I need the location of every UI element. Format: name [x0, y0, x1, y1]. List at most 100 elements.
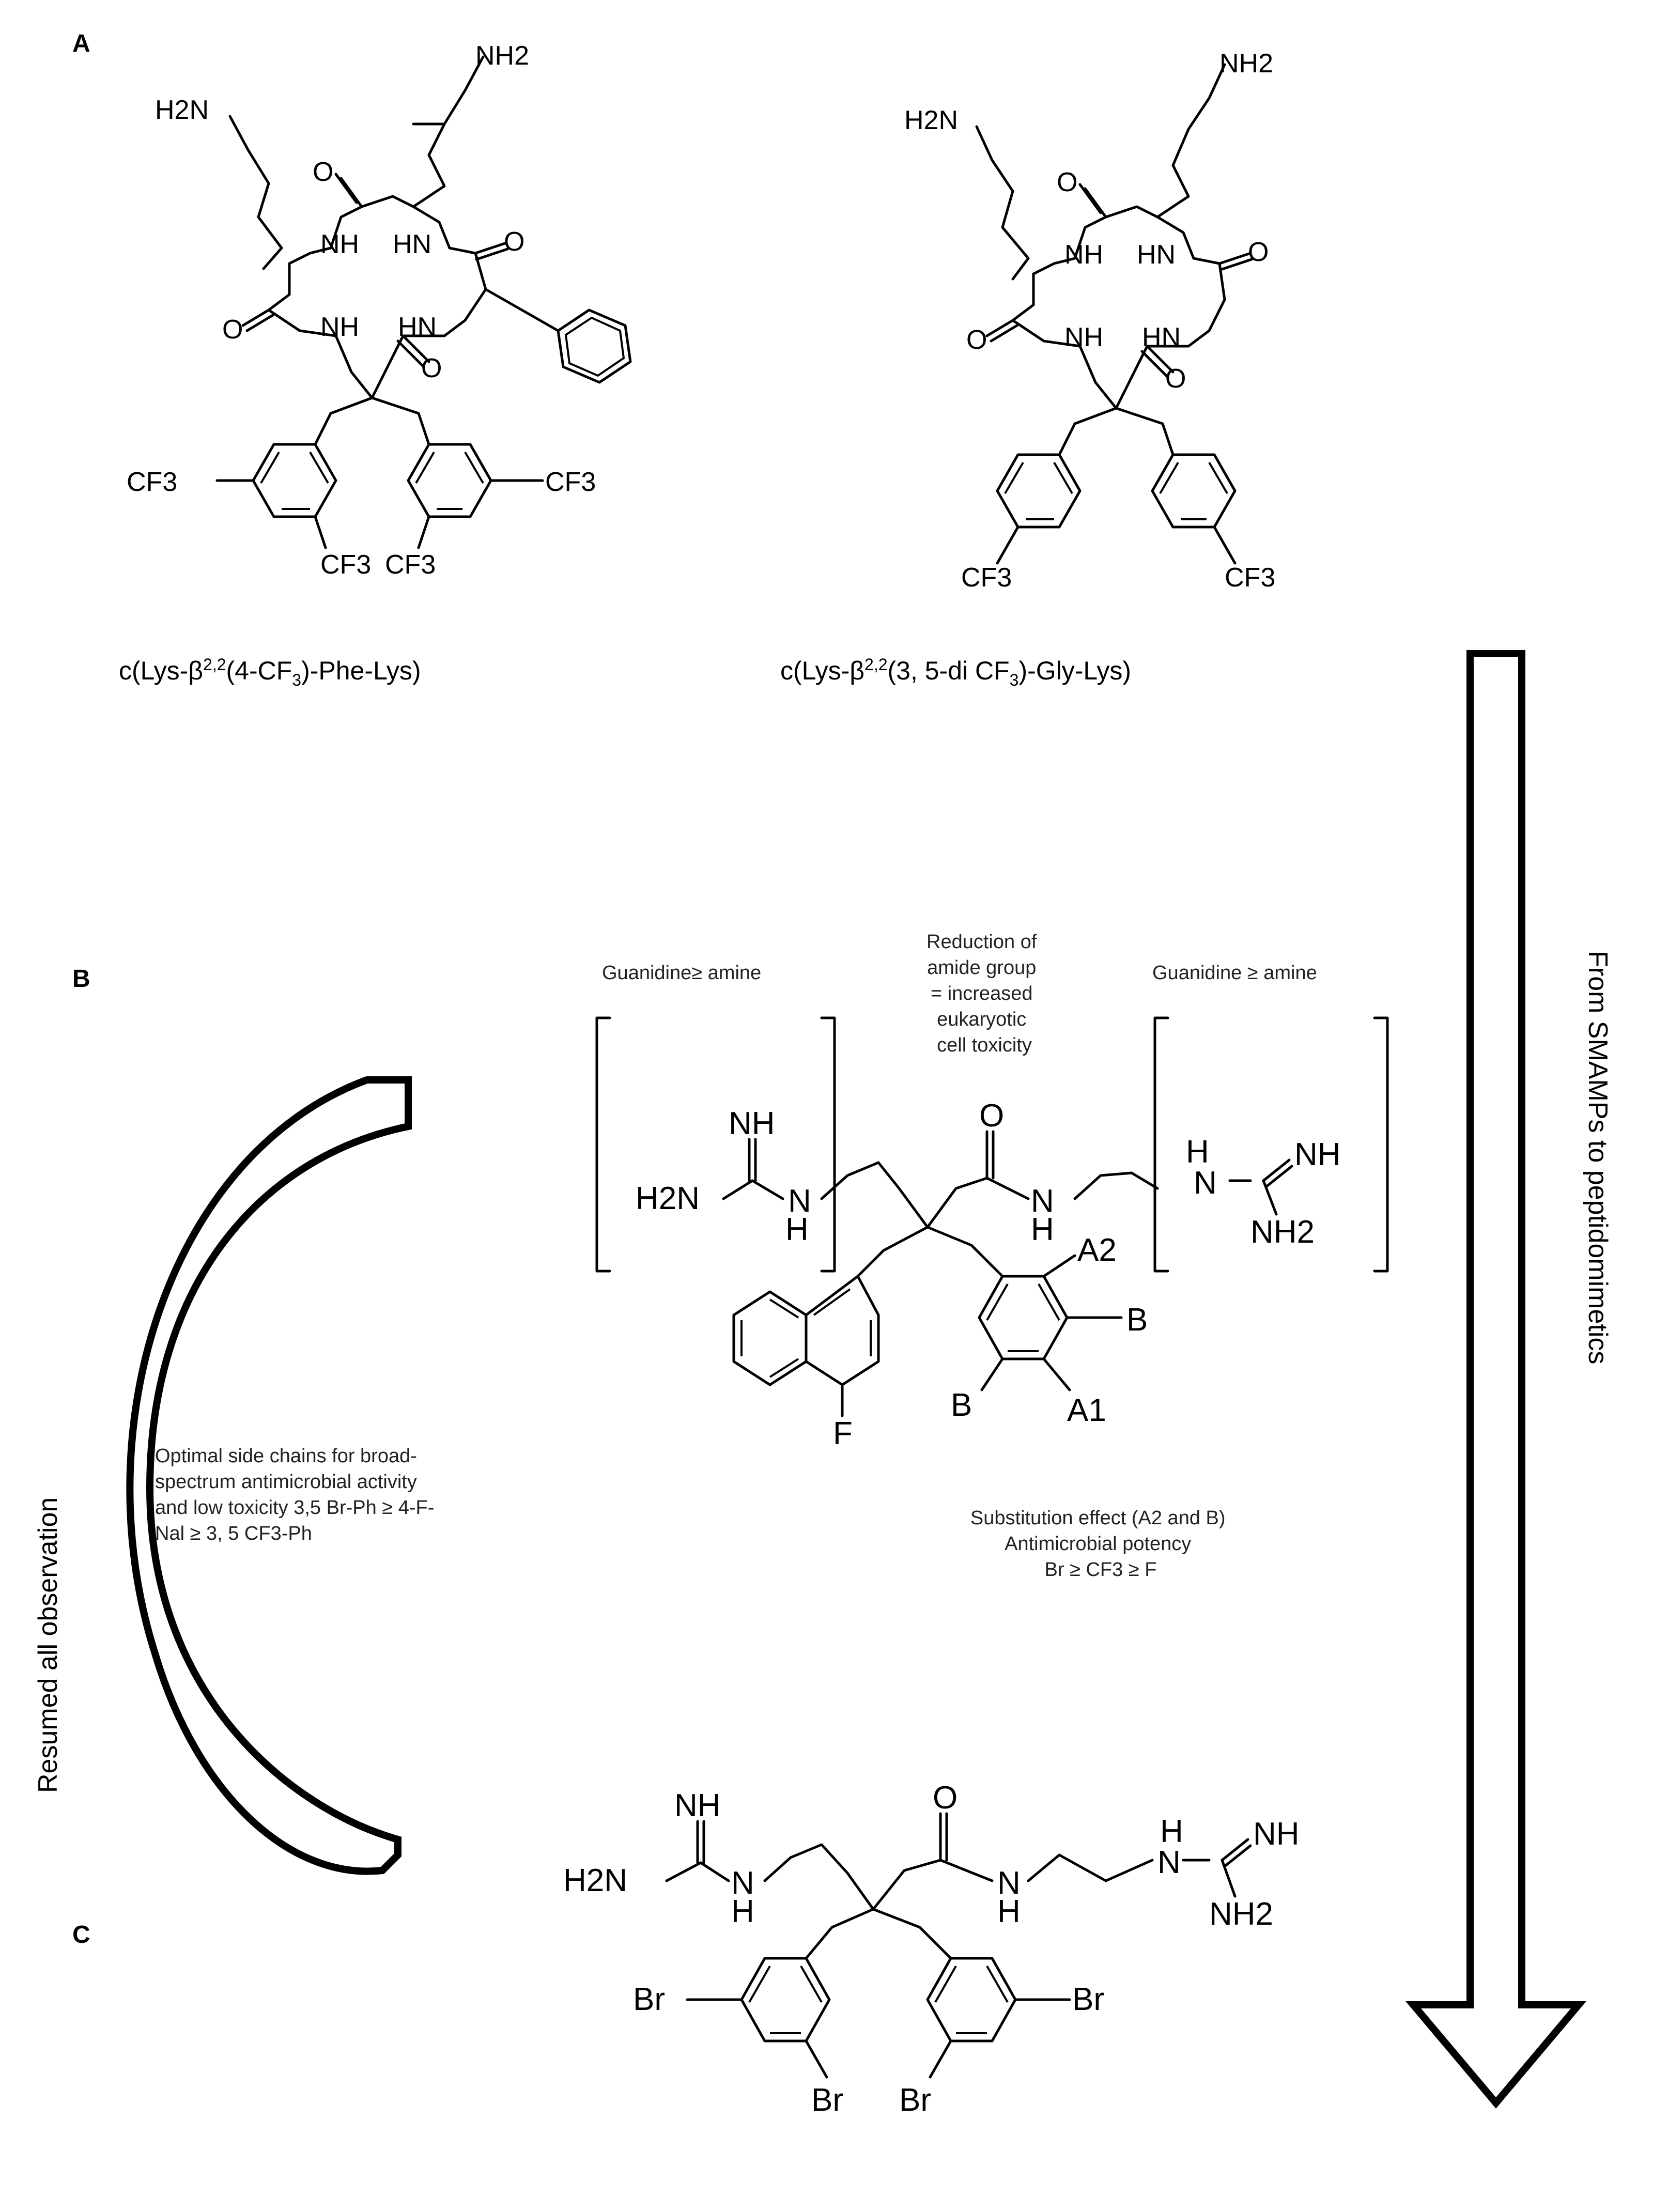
c-n-right: N	[1157, 1845, 1181, 1880]
b-note-center: Reduction of amide group = increased euk…	[926, 931, 1042, 1056]
a2-o4: O	[1165, 364, 1186, 394]
molecule-a2	[975, 63, 1253, 565]
curved-arrow: Resumed all observation	[33, 1076, 412, 1875]
c-h-right: H	[1160, 1814, 1183, 1849]
molecule-b-atoms: NH H2N N H O N H H N NH NH2 A2 B B A1 F	[636, 1098, 1341, 1451]
a1-h2n: H2N	[155, 95, 209, 125]
b-o: O	[979, 1098, 1004, 1134]
b-note-center-line-1: Reduction of	[926, 931, 1037, 953]
a1-cf3-bottom2: CF3	[385, 550, 436, 580]
c-n-left: N	[731, 1865, 754, 1901]
b-h-amide: H	[1031, 1212, 1054, 1247]
a1-caption: c(Lys-β2,2(4-CF3)-Phe-Lys)	[119, 655, 421, 689]
b-note-center-line-5: cell toxicity	[937, 1034, 1032, 1056]
a2-caption-post: )-Gly-Lys)	[1018, 656, 1131, 685]
b-n-right: N	[1194, 1165, 1217, 1201]
b-subst-line-1: Substitution effect (A2 and B)	[970, 1507, 1226, 1529]
b-nh2-right: NH2	[1250, 1214, 1315, 1250]
a2-caption-sub: 3	[1010, 671, 1019, 689]
b-f: F	[833, 1416, 853, 1451]
b-n-amide: N	[1031, 1183, 1054, 1219]
a2-nh2-top: NH2	[1219, 49, 1273, 79]
a2-caption-mid: (3, 5-di CF	[888, 656, 1010, 685]
a2-o3: O	[966, 325, 987, 355]
b-h-left: H	[785, 1212, 809, 1247]
b-n-left: N	[788, 1183, 811, 1219]
molecule-a1	[215, 55, 632, 549]
b-a2: A2	[1077, 1232, 1117, 1268]
b-subst-line-2: Antimicrobial potency	[1005, 1533, 1191, 1555]
panel-label-a: A	[72, 30, 90, 57]
c-o: O	[933, 1780, 957, 1816]
a1-caption-sub: 3	[292, 671, 301, 689]
molecule-c-atoms: NH H2N N H O N H H N NH NH2 Br Br Br Br	[563, 1780, 1300, 2118]
a2-hn1: HN	[1137, 240, 1176, 270]
molecule-a1-atoms: NH2 H2N O NH HN O O NH HN O CF3 CF3 CF3 …	[127, 41, 596, 580]
a2-cf3-left: CF3	[961, 563, 1012, 593]
molecule-a2-atoms: NH2 H2N O NH HN O O NH HN O CF3 CF3	[904, 49, 1275, 593]
a2-caption: c(Lys-β2,2(3, 5-di CF3)-Gly-Lys)	[780, 655, 1131, 689]
c-h-left: H	[731, 1894, 754, 1929]
a1-nh1: NH	[320, 229, 359, 259]
a2-nh2: NH	[1064, 322, 1103, 352]
b-side-chains-note: Optimal side chains for broad- spectrum …	[155, 1445, 440, 1544]
a2-o2: O	[1248, 237, 1269, 267]
b-a1: A1	[1067, 1393, 1106, 1428]
a2-nh1: NH	[1064, 240, 1103, 270]
a2-h2n: H2N	[904, 105, 958, 135]
c-br-bottom-right: Br	[899, 2082, 931, 2118]
a1-o2: O	[504, 227, 524, 257]
b-subst-line-3: Br ≥ CF3 ≥ F	[1045, 1559, 1157, 1581]
panel-b-notes: Guanidine≥ amine Guanidine ≥ amine Reduc…	[155, 931, 1317, 1581]
a1-o3: O	[222, 315, 243, 345]
b-note-left: Guanidine≥ amine	[602, 962, 761, 984]
molecule-b	[595, 1016, 1389, 1417]
down-arrow-label: From SMAMPs to peptidomimetics	[1583, 951, 1613, 1364]
a1-o4: O	[421, 353, 442, 383]
b-side-line-2: spectrum antimicrobial activity	[155, 1471, 417, 1493]
c-br-right: Br	[1072, 1982, 1104, 2017]
panel-label-c: C	[72, 1921, 90, 1948]
a2-caption-sup: 2,2	[864, 655, 887, 674]
a2-hn2: HN	[1142, 322, 1181, 352]
a1-hn1: HN	[393, 229, 431, 259]
c-nh-right: NH	[1253, 1816, 1300, 1852]
c-n-amide: N	[997, 1865, 1021, 1901]
a1-nh2: NH	[320, 312, 359, 342]
c-nh2-right: NH2	[1209, 1896, 1273, 1932]
curved-arrow-label: Resumed all observation	[33, 1497, 63, 1793]
a1-hn2: HN	[398, 312, 437, 342]
a1-cf3-right: CF3	[545, 467, 596, 497]
down-arrow: From SMAMPs to peptidomimetics	[1405, 650, 1613, 2109]
b-note-center-line-3: = increased	[931, 983, 1033, 1004]
a2-o1: O	[1057, 167, 1077, 197]
a2-cf3-right: CF3	[1225, 563, 1275, 593]
a1-cf3-bottom1: CF3	[320, 550, 371, 580]
b-h2n: H2N	[636, 1181, 700, 1216]
b-side-line-4: Nal ≥ 3, 5 CF3-Ph	[155, 1523, 312, 1544]
a1-caption-pre: c(Lys-β	[119, 656, 203, 685]
b-b-right: B	[1126, 1302, 1148, 1338]
a1-nh2-top: NH2	[475, 41, 529, 71]
b-nh-right: NH	[1294, 1137, 1341, 1172]
b-b-left: B	[951, 1387, 972, 1423]
b-substitution-note: Substitution effect (A2 and B) Antimicro…	[970, 1507, 1231, 1581]
a1-caption-post: )-Phe-Lys)	[301, 656, 421, 685]
c-nh: NH	[674, 1788, 721, 1823]
c-br-bottom-left: Br	[811, 2082, 843, 2118]
b-note-right: Guanidine ≥ amine	[1152, 962, 1317, 984]
b-note-center-line-4: eukaryotic	[937, 1009, 1026, 1030]
a2-caption-pre: c(Lys-β	[780, 656, 864, 685]
a1-o1: O	[313, 157, 333, 187]
molecule-c	[665, 1812, 1252, 2079]
b-note-center-line-2: amide group	[927, 957, 1036, 979]
c-h2n: H2N	[563, 1863, 627, 1898]
b-nh: NH	[729, 1106, 775, 1141]
a1-caption-sup: 2,2	[203, 655, 226, 674]
b-h-right: H	[1186, 1134, 1209, 1170]
b-side-line-1: Optimal side chains for broad-	[155, 1445, 417, 1467]
panel-label-b: B	[72, 965, 90, 993]
a1-caption-mid: (4-CF	[226, 656, 292, 685]
c-h-amide: H	[997, 1894, 1021, 1929]
